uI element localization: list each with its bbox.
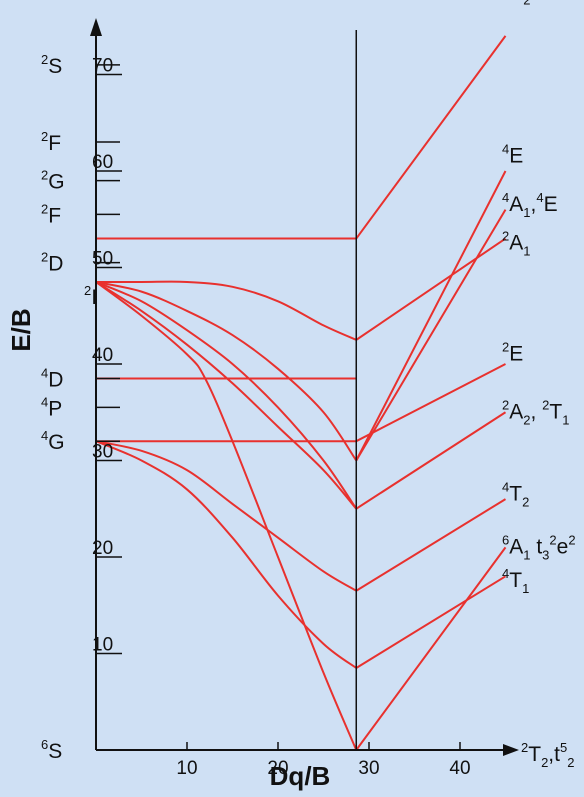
x-axis-arrow	[503, 744, 519, 756]
y-tick-label-60: 60	[92, 152, 113, 173]
y-axis-title: E/B	[6, 308, 36, 351]
x-tick-label-40: 40	[449, 758, 470, 779]
term-label-9: 6S	[41, 737, 62, 763]
energy-line-3	[355, 209, 507, 462]
ticks: 10 20 30 40 10 20 30 40 50 60 70	[92, 56, 471, 780]
y-tick-label-10: 10	[92, 635, 113, 656]
energy-line-7	[355, 237, 507, 341]
energy-line-1	[355, 35, 507, 240]
energy-lines	[95, 35, 507, 751]
term-label-3: 2F	[41, 201, 61, 227]
x-tick-label-20: 20	[267, 758, 288, 779]
axes	[90, 18, 519, 756]
energy-line-14	[355, 546, 507, 751]
energy-line-5	[355, 363, 506, 443]
term-label-5: 2I	[84, 283, 97, 309]
y-tick-label-70: 70	[92, 56, 113, 77]
energy-line-16	[355, 498, 507, 592]
term-label-6: 4D	[41, 365, 63, 391]
y-axis-arrow	[90, 18, 102, 36]
x-tick-label-30: 30	[358, 758, 379, 779]
state-label-0: 4A2	[502, 0, 530, 7]
state-label-7: 6A1 t32e2	[502, 532, 576, 562]
state-label-3: 2A1	[502, 228, 530, 258]
energy-line-17	[95, 440, 357, 669]
y-tick-label-40: 40	[92, 345, 113, 366]
state-label-5: 2A2, 2T1	[502, 397, 569, 427]
free-ion-term-labels: 2S 2F 2G 2F 2D 2I 4D 4P 4G 6S	[41, 52, 120, 763]
y-tick-label-20: 20	[92, 538, 113, 559]
energy-line-8	[95, 280, 358, 462]
state-label-2: 4A1,4E	[502, 190, 558, 220]
energy-line-15	[95, 440, 357, 592]
term-label-4: 2D	[41, 250, 63, 276]
state-labels: 4A2 4E 4A1,4E 2A1 2E 2A2, 2T1 4T2 6A1 t32e2 4T1 2…	[502, 0, 576, 770]
term-label-0: 2S	[41, 52, 62, 78]
energy-line-10	[95, 281, 358, 510]
y-tick-label-50: 50	[92, 249, 113, 270]
term-label-2: 2G	[41, 168, 65, 194]
state-label-8: 4T1	[502, 566, 529, 596]
energy-line-11	[355, 411, 507, 510]
term-label-1: 2F	[41, 129, 61, 155]
energy-line-18	[355, 575, 507, 669]
energy-line-9	[355, 170, 507, 461]
term-label-8: 4G	[41, 428, 65, 454]
term-label-7: 4P	[41, 394, 62, 420]
energy-line-12	[95, 281, 358, 510]
state-label-6: 4T2	[502, 479, 529, 509]
state-label-4: 2E	[502, 339, 523, 365]
x-tick-label-10: 10	[176, 758, 197, 779]
energy-line-13	[95, 281, 358, 751]
y-tick-label-30: 30	[92, 442, 113, 463]
state-label-9: 2T2,t52	[521, 740, 574, 770]
x-axis-title: Dq/B	[270, 761, 331, 791]
state-label-1: 4E	[502, 142, 523, 168]
energy-line-6	[96, 280, 357, 341]
